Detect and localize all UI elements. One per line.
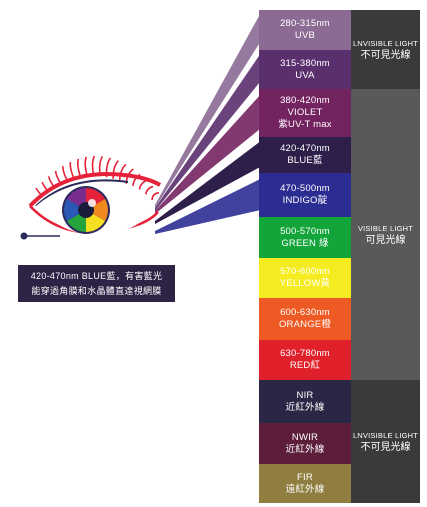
band-nir-label-1: NIR [296,389,314,401]
band-violet-label-2: VIOLET [287,107,323,118]
ray-violet [155,96,259,214]
eye-illustration [20,155,162,240]
band-uva-label-1: 315-380nm [280,57,330,69]
band-blue-label-2: BLUE藍 [287,155,323,166]
ray-blue [155,142,259,224]
category-invisible-top-english: LNVISIBLE LIGHT [352,38,419,48]
ray-uva [155,55,259,211]
band-red-label-1: 630-780nm [280,348,330,359]
category-invisible-bottom-english: LNVISIBLE LIGHT [352,430,419,440]
eye-pointer-dot [20,232,28,240]
iris-color-wheel [62,186,110,234]
caption-line-2: 能穿過角膜和水晶體直達視網膜 [31,285,162,296]
ray-uvb [155,16,259,208]
band-uva-label-2: UVA [295,69,315,81]
band-indigo-label-2: INDIGO靛 [282,195,328,206]
light-rays [155,16,259,234]
upper-eyelid [28,172,162,208]
band-indigo-label-1: 470-500nm [280,183,330,194]
band-uvb-label-2: UVB [294,30,316,41]
band-yellow-label-2: YELLOW黃 [279,278,331,289]
band-nwir-label-2: 近紅外線 [285,443,325,455]
category-visible-english: VISIBLE LIGHT [357,223,414,233]
band-fir-label-1: FIR [297,471,313,483]
blue-light-caption: 420-470nm BLUE藍，有害藍光 能穿過角膜和水晶體直達視網膜 [18,265,175,302]
band-nir-label-2: 近紅外線 [285,401,325,413]
band-orange-label-1: 600-630nm [280,307,330,318]
band-nwir-label-1: NWIR [291,431,319,443]
band-green-label-2: GREEN 綠 [281,237,329,249]
eyelash [144,185,154,196]
eyelash [112,160,119,179]
band-red-label-2: RED紅 [289,360,321,371]
category-visible-chinese: 可見光線 [365,234,406,246]
band-fir-label-2: 遠紅外線 [285,483,325,495]
eyelash [151,192,160,201]
category-invisible-bottom-chinese: 不可見光線 [360,441,411,453]
eyelash [118,163,127,182]
band-violet-label-3: 紫UV-T max [278,119,332,130]
band-yellow-label-1: 570-600nm [280,266,330,277]
band-orange-label-2: ORANGE橙 [278,319,332,330]
category-invisible-top-chinese: 不可見光線 [360,49,411,61]
caption-line-1: 420-470nm BLUE藍，有害藍光 [30,270,163,281]
band-violet-label-1: 380-420nm [280,95,330,106]
ray-indigo [155,179,259,234]
band-green-label-1: 500-570nm [280,225,330,237]
eyelash [84,156,89,177]
band-uvb-label-1: 280-315nm [280,18,330,29]
band-blue-label-1: 420-470nm [280,143,330,154]
